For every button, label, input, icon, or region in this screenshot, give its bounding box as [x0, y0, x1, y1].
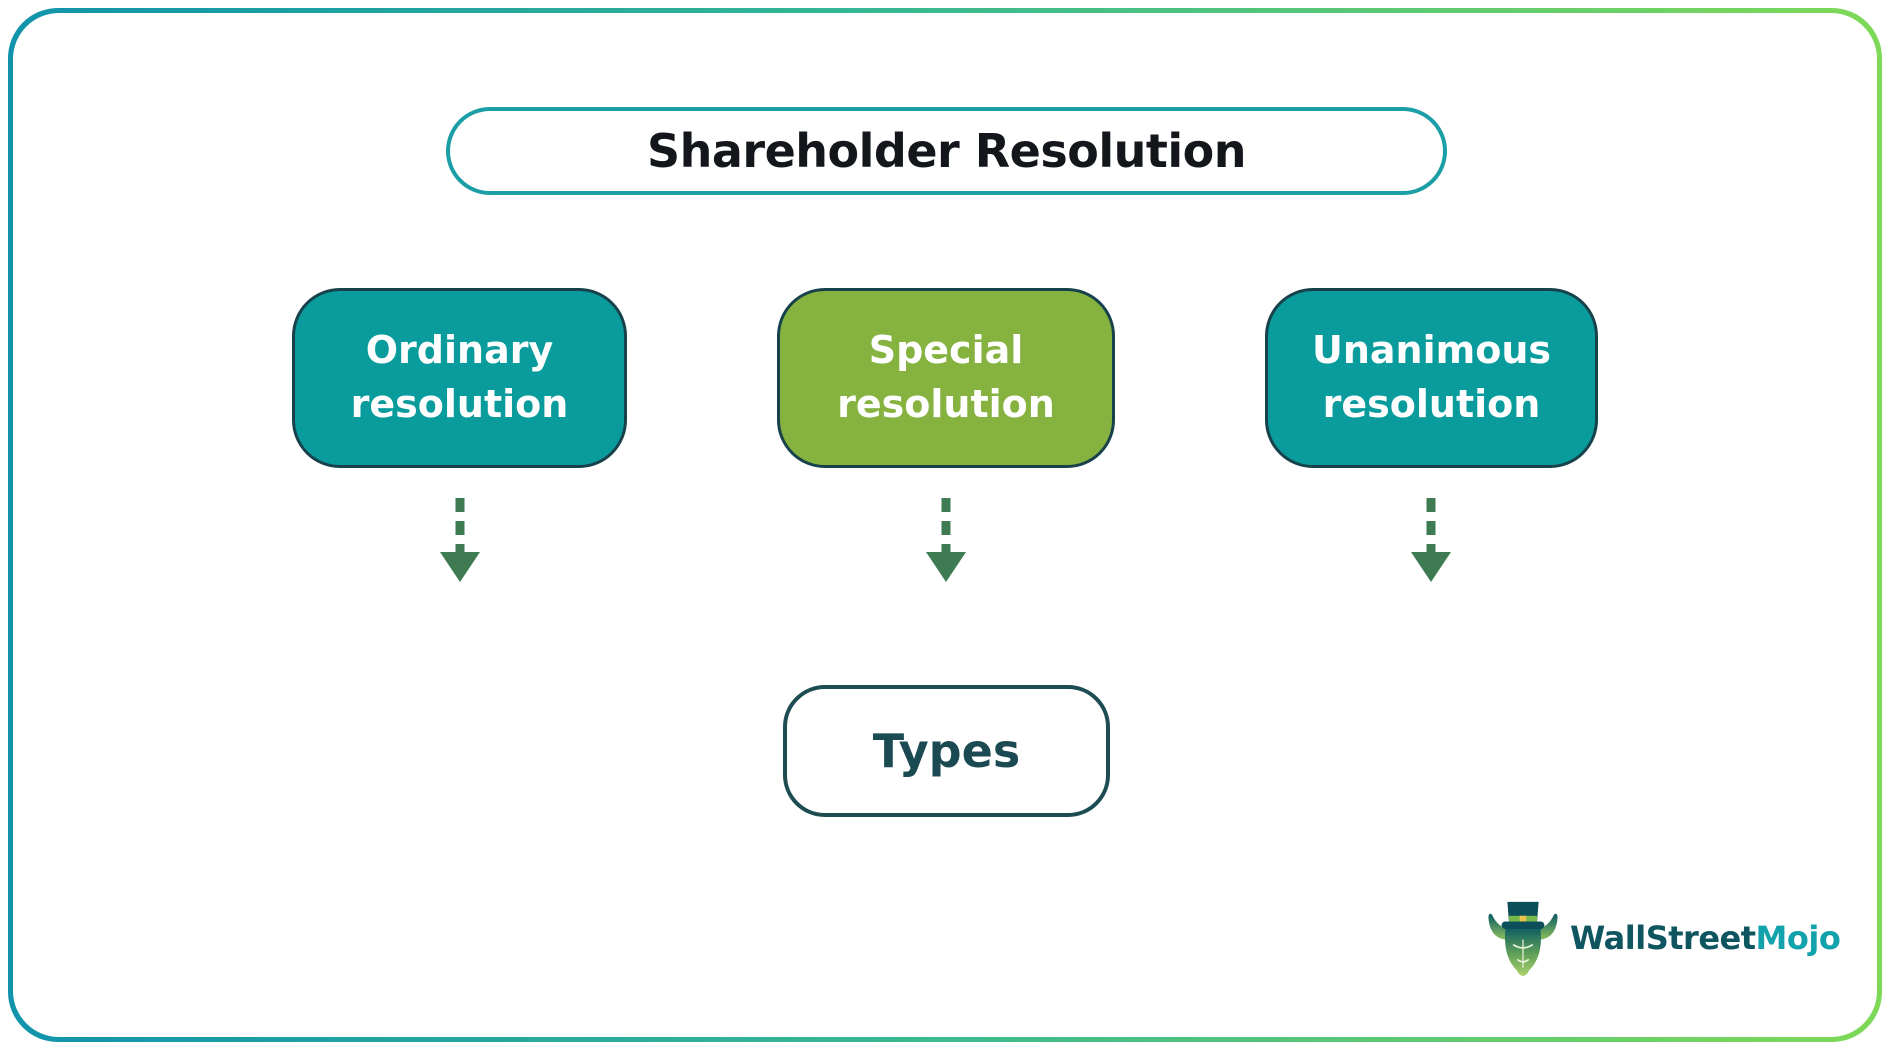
diagram-title-box: Shareholder Resolution [446, 107, 1447, 195]
node-label-line: resolution [837, 382, 1055, 426]
node-label-line: Unanimous [1311, 328, 1551, 373]
node-special-resolution: Special resolution [777, 288, 1115, 468]
arrow-down-icon [440, 498, 480, 582]
types-box: Types [783, 685, 1110, 817]
node-unanimous-resolution: Unanimous resolution [1265, 288, 1598, 468]
bull-mascot-icon [1488, 901, 1558, 976]
arrow-down-icon [1411, 498, 1451, 582]
arrow-down-icon [926, 498, 966, 582]
node-label-line: resolution [1322, 382, 1541, 426]
node-label-line: Ordinary [365, 328, 554, 373]
brand-wordmark: WallStreetMojo [1570, 919, 1841, 957]
node-ordinary-resolution: Ordinary resolution [292, 288, 627, 468]
types-label: Types [872, 724, 1021, 778]
diagram-title: Shareholder Resolution [647, 124, 1246, 178]
wallstreetmojo-logo: WallStreetMojo [1486, 896, 1841, 980]
brand-name-primary: WallStreet [1570, 919, 1756, 957]
node-label-line: resolution [350, 382, 569, 426]
brand-name-secondary: Mojo [1755, 919, 1841, 957]
node-label-line: Special [868, 328, 1024, 373]
